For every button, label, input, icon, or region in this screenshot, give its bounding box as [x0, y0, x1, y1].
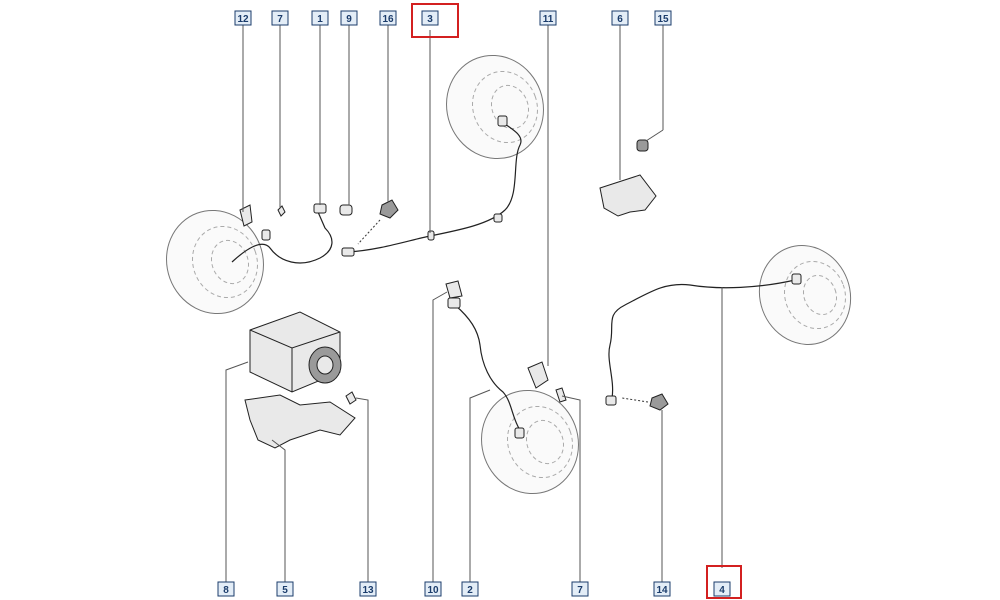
front-right-grommet	[427, 230, 435, 241]
wheel-front-left	[166, 209, 264, 315]
bolt-13	[345, 391, 357, 405]
svg-text:9: 9	[346, 14, 352, 25]
svg-text:16: 16	[382, 14, 394, 25]
arrow-14-to-connector	[621, 397, 649, 403]
label-14: 14	[653, 581, 671, 597]
svg-text:15: 15	[657, 14, 669, 25]
rear-right-connector	[605, 395, 617, 406]
label-2: 2	[461, 581, 479, 597]
svg-text:10: 10	[427, 585, 439, 596]
highlight-label-3	[411, 3, 459, 38]
clip-16	[379, 199, 399, 219]
abs-hydraulic-unit	[249, 311, 342, 393]
leader-lines	[225, 25, 723, 582]
wheel-front-right	[446, 54, 544, 160]
svg-text:7: 7	[577, 585, 583, 596]
svg-text:1: 1	[317, 14, 323, 25]
label-16: 16	[379, 10, 397, 26]
svg-text:2: 2	[467, 585, 473, 596]
svg-text:6: 6	[617, 14, 623, 25]
front-left-connector	[313, 203, 327, 214]
wheel-rear-right	[758, 245, 852, 345]
sensor-9	[339, 204, 353, 216]
svg-text:3: 3	[427, 14, 433, 25]
label-9: 9	[340, 10, 358, 26]
bracket-11	[527, 361, 549, 389]
front-right-sensor-head	[497, 115, 508, 127]
rear-left-sensor-cable	[454, 304, 521, 431]
label-15: 15	[654, 10, 672, 26]
label-7-bottom: 7	[571, 581, 589, 597]
label-13: 13	[359, 581, 377, 597]
label-7-top: 7	[271, 10, 289, 26]
label-11: 11	[539, 10, 557, 26]
svg-text:14: 14	[656, 585, 668, 596]
svg-text:7: 7	[277, 14, 283, 25]
nut-15	[636, 139, 649, 152]
label-8: 8	[217, 581, 235, 597]
clip-10	[445, 280, 463, 299]
front-left-sensor-cable	[231, 211, 333, 264]
front-right-clip	[493, 213, 503, 223]
label-12: 12	[234, 10, 252, 26]
svg-text:4: 4	[719, 585, 725, 596]
abs-mounting-bracket	[244, 394, 356, 449]
rear-right-sensor-head	[791, 273, 802, 285]
mounting-bracket-6	[599, 174, 657, 217]
rear-right-sensor-cable	[608, 279, 796, 399]
svg-text:8: 8	[223, 585, 229, 596]
svg-text:12: 12	[237, 14, 249, 25]
highlight-label-4	[706, 565, 742, 599]
bolt-7-top	[277, 205, 286, 217]
label-4: 4	[706, 565, 742, 599]
bolt-7-lower	[555, 387, 567, 403]
label-3: 3	[411, 3, 459, 38]
rear-left-connector	[447, 297, 461, 309]
front-right-connector	[341, 247, 355, 257]
arrow-16-to-connector	[357, 219, 381, 245]
label-5: 5	[276, 581, 294, 597]
rear-left-sensor-head	[514, 427, 525, 439]
clip-14	[649, 393, 669, 411]
svg-text:13: 13	[362, 585, 374, 596]
label-6: 6	[611, 10, 629, 26]
svg-text:11: 11	[543, 14, 554, 25]
wheel-rear-left	[481, 389, 579, 495]
label-10: 10	[424, 581, 442, 597]
svg-text:5: 5	[282, 585, 288, 596]
front-right-sensor-cable	[347, 121, 522, 253]
label-1: 1	[311, 10, 329, 26]
front-left-sensor-head	[261, 229, 271, 241]
